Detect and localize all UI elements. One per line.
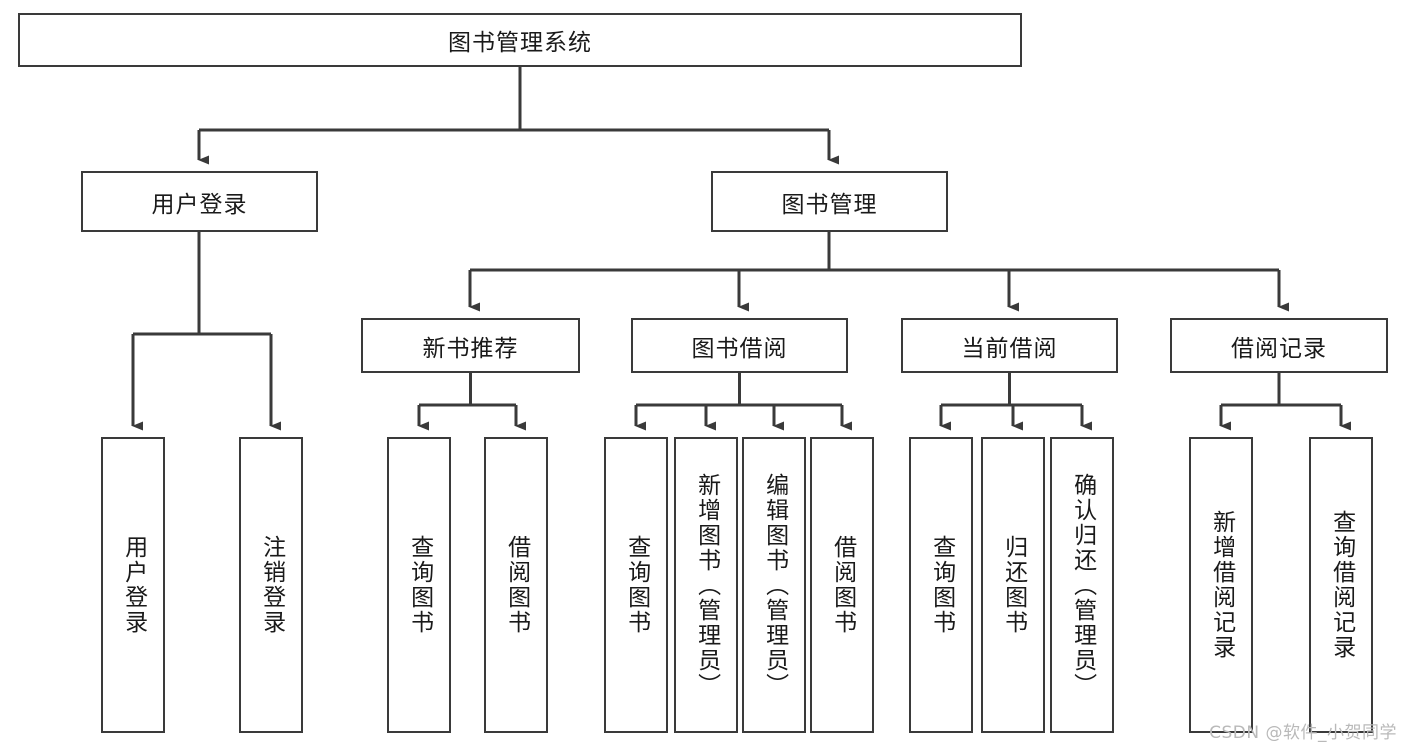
node-label: 新增借阅记录 [1208, 510, 1235, 660]
node-leaf-query-book-1[interactable]: 查询图书 [387, 437, 451, 733]
node-label: 借阅记录 [1231, 335, 1327, 362]
node-label: 查询借阅记录 [1328, 510, 1355, 660]
node-borrow-record[interactable]: 借阅记录 [1170, 318, 1388, 373]
node-leaf-add-record[interactable]: 新增借阅记录 [1189, 437, 1253, 733]
node-label: 归还图书 [1000, 535, 1027, 635]
node-label: 确认归还（管理员） [1069, 472, 1096, 698]
node-leaf-query-record[interactable]: 查询借阅记录 [1309, 437, 1373, 733]
node-leaf-borrow-book-1[interactable]: 借阅图书 [484, 437, 548, 733]
node-leaf-query-book-2[interactable]: 查询图书 [604, 437, 668, 733]
node-label: 当前借阅 [961, 335, 1058, 362]
node-leaf-logout[interactable]: 注销登录 [239, 437, 303, 733]
node-label: 注销登录 [258, 535, 285, 635]
node-leaf-edit-book[interactable]: 编辑图书（管理员） [742, 437, 806, 733]
node-label: 查询图书 [623, 535, 650, 635]
node-leaf-borrow-book-2[interactable]: 借阅图书 [810, 437, 874, 733]
node-root[interactable]: 图书管理系统 [18, 13, 1022, 67]
node-label: 用户登录 [120, 535, 147, 635]
node-label: 编辑图书（管理员） [761, 472, 788, 698]
node-label: 新增图书（管理员） [693, 472, 720, 698]
node-label: 图书管理 [781, 191, 878, 218]
node-current-borrow[interactable]: 当前借阅 [901, 318, 1118, 373]
node-leaf-return-book[interactable]: 归还图书 [981, 437, 1045, 733]
node-label: 图书借阅 [691, 335, 788, 362]
node-label: 用户登录 [151, 191, 248, 218]
node-book-borrow[interactable]: 图书借阅 [631, 318, 848, 373]
node-user-login[interactable]: 用户登录 [81, 171, 318, 232]
node-label: 查询图书 [928, 535, 955, 635]
node-label: 新书推荐 [422, 335, 519, 362]
node-leaf-user-login[interactable]: 用户登录 [101, 437, 165, 733]
node-label: 图书管理系统 [448, 30, 592, 56]
node-new-book-recommend[interactable]: 新书推荐 [361, 318, 580, 373]
node-book-manage[interactable]: 图书管理 [711, 171, 948, 232]
node-label: 借阅图书 [829, 535, 856, 635]
node-leaf-add-book[interactable]: 新增图书（管理员） [674, 437, 738, 733]
node-leaf-confirm-return[interactable]: 确认归还（管理员） [1050, 437, 1114, 733]
node-label: 借阅图书 [503, 535, 530, 635]
node-label: 查询图书 [406, 535, 433, 635]
node-leaf-query-book-3[interactable]: 查询图书 [909, 437, 973, 733]
